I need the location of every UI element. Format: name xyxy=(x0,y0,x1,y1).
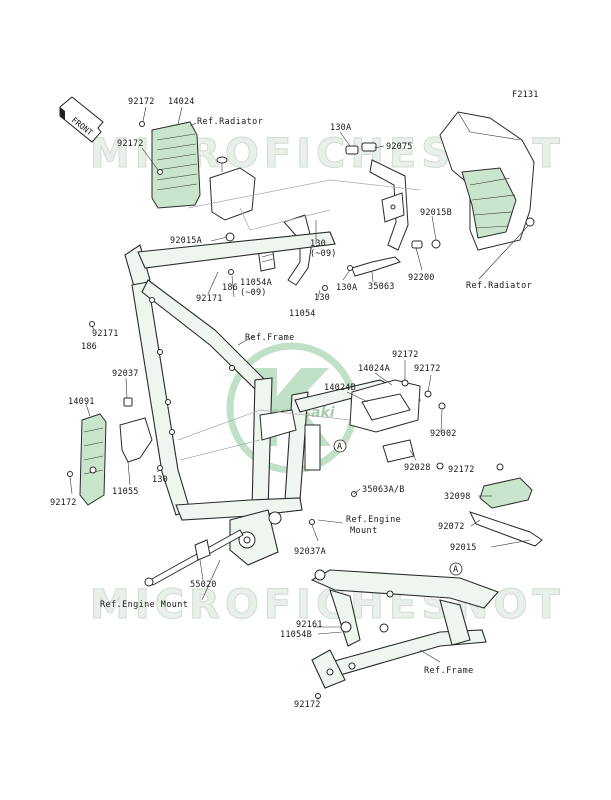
bracket-35063 xyxy=(351,256,401,277)
ref-radiator-right: Ref.Radiator xyxy=(466,281,532,291)
label-11054a: 11054A xyxy=(240,278,272,288)
label-186: 186 xyxy=(81,342,97,352)
ref-engine-mount-left: Ref.Engine Mount xyxy=(100,600,188,610)
radiator-bracket xyxy=(345,142,409,251)
label-92037a: 92037A xyxy=(294,547,326,557)
bracket-11055 xyxy=(119,397,163,471)
marker-a-top: A xyxy=(333,439,347,453)
part-labels: 92172 14024 92172 130A 92075 92015B 9201… xyxy=(50,97,477,710)
radiator-shroud-left xyxy=(151,121,201,209)
label-35063ab: 35063A/B xyxy=(362,485,405,495)
label-92015a: 92015A xyxy=(170,236,202,246)
ref-radiator-top: Ref.Radiator xyxy=(197,117,263,127)
label-92161: 92161 xyxy=(296,620,323,630)
svg-text:A: A xyxy=(453,565,458,575)
label-92172: 92172 xyxy=(414,364,441,374)
label-14091: 14091 xyxy=(68,397,95,407)
label-11054: 11054 xyxy=(289,309,316,319)
label-55020: 55020 xyxy=(190,580,217,590)
label-92171: 92171 xyxy=(92,329,119,339)
engine-mount-bolt xyxy=(144,529,244,587)
label-92002: 92002 xyxy=(430,429,457,439)
label-130: 130 xyxy=(152,475,168,485)
label-92015b: 92015B xyxy=(420,208,452,218)
ref-engine-mount-right: Ref.Engine xyxy=(346,515,401,525)
label-92075: 92075 xyxy=(386,142,413,152)
label-32098: 32098 xyxy=(444,492,471,502)
coolant-reservoir xyxy=(209,156,256,242)
ref-frame-bottom: Ref.Frame xyxy=(424,666,474,676)
label-92172: 92172 xyxy=(50,498,77,508)
motorcycle-frame xyxy=(124,231,421,566)
label-92172: 92172 xyxy=(392,350,419,360)
front-arrow-icon: FRONT xyxy=(59,96,104,143)
battery-case-32098 xyxy=(469,463,543,547)
label-92037: 92037 xyxy=(112,369,139,379)
rear-subframe xyxy=(310,569,499,689)
label-14024: 14024 xyxy=(168,97,195,107)
label-11055: 11055 xyxy=(112,487,139,497)
svg-text:A: A xyxy=(337,442,342,452)
label-92028: 92028 xyxy=(404,463,431,473)
label-14024a: 14024A xyxy=(358,364,390,374)
label-92200: 92200 xyxy=(408,273,435,283)
label-92072: 92072 xyxy=(438,522,465,532)
diagram-code: F2131 xyxy=(512,90,539,100)
label-11054a-range: (~09) xyxy=(240,288,267,298)
label-186: 186 xyxy=(222,283,238,293)
marker-a-bottom: A xyxy=(449,562,463,576)
label-92172: 92172 xyxy=(117,139,144,149)
leader-lines xyxy=(69,106,531,700)
radiator-shroud-right xyxy=(411,111,535,251)
reference-labels: Ref.Radiator Ref.Radiator Ref.Frame Ref.… xyxy=(100,117,532,676)
label-92172: 92172 xyxy=(294,700,321,710)
label-130a: 130A xyxy=(336,283,357,293)
label-35063: 35063 xyxy=(368,282,395,292)
label-92172: 92172 xyxy=(128,97,155,107)
label-92015: 92015 xyxy=(450,543,477,553)
label-11054b: 11054B xyxy=(280,630,312,640)
ref-engine-mount-right-line2: Mount xyxy=(350,526,378,536)
label-130: 130 xyxy=(310,239,326,249)
label-92171: 92171 xyxy=(196,294,223,304)
label-92172: 92172 xyxy=(448,465,475,475)
ref-frame-mid: Ref.Frame xyxy=(245,333,295,343)
label-130a: 130A xyxy=(330,123,351,133)
label-130-range: (~09) xyxy=(310,249,337,259)
label-14024b: 14024B xyxy=(324,383,356,393)
frame-guard-left xyxy=(67,413,107,506)
label-130: 130 xyxy=(314,293,330,303)
chain-guard-bracket xyxy=(349,379,446,463)
reference-dashed-lines xyxy=(177,179,421,461)
